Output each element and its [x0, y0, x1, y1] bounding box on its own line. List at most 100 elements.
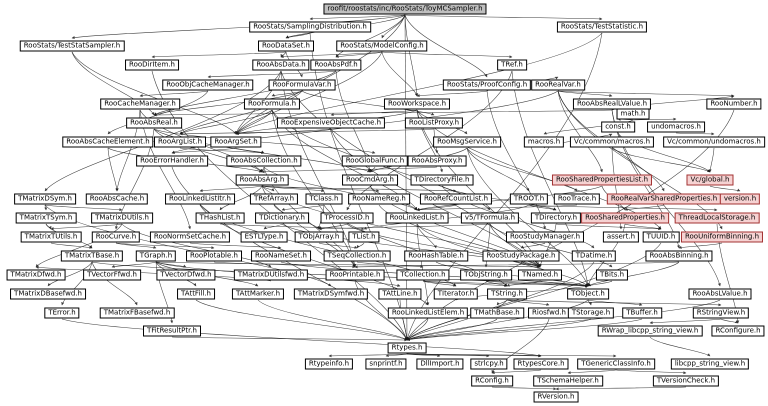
- node-tdirectory-h[interactable]: TDirectory.h: [530, 212, 582, 224]
- node-tprocessid-h[interactable]: TProcessID.h: [320, 212, 374, 224]
- node-tmatrixtbase-h[interactable]: TMatrixTBase.h: [60, 250, 124, 262]
- node-roorefcountlist-h[interactable]: RooRefCountList.h: [419, 193, 493, 205]
- node-trefarray-h[interactable]: TRefArray.h: [249, 193, 299, 205]
- node-roostats-proofconfig-h[interactable]: RooStats/ProofConfig.h: [442, 79, 532, 91]
- node-roostats-modelconfig-h[interactable]: RooStats/ModelConfig.h: [336, 40, 428, 52]
- node-tdatime-h[interactable]: TDatime.h: [571, 250, 617, 262]
- node-tbuffer-h[interactable]: TBuffer.h: [622, 307, 662, 319]
- node-tmatrixdbasefwd-h[interactable]: TMatrixDBasefwd.h: [10, 288, 86, 300]
- node-roonumber-h[interactable]: RooNumber.h: [706, 98, 762, 110]
- node-tmatrixdsym-h[interactable]: TMatrixDSym.h: [14, 193, 76, 205]
- node-rooobjcachemanager-h[interactable]: RooObjCacheManager.h: [162, 79, 254, 91]
- node-tobjstring-h[interactable]: TObjString.h: [460, 269, 512, 281]
- node-tvectordfwd-h[interactable]: TVectorDfwd.h: [156, 269, 216, 281]
- node-tuuid-h[interactable]: TUUID.h: [642, 231, 680, 243]
- node-roofit-roostats-inc-roostats-toymcsampler-h[interactable]: roofit/roostats/inc/RooStats/ToyMCSample…: [323, 3, 487, 15]
- node-tnamed-h[interactable]: TNamed.h: [517, 269, 563, 281]
- node-rconfig-h[interactable]: RConfig.h: [471, 375, 513, 387]
- node-roorealvarsharedproperties-h[interactable]: RooRealVarSharedProperties.h: [606, 193, 722, 205]
- node-rooformulavar-h[interactable]: RooFormulaVar.h: [268, 79, 336, 91]
- node-roohashtable-h[interactable]: RooHashTable.h: [404, 250, 468, 262]
- node-tversioncheck-h[interactable]: TVersionCheck.h: [652, 375, 720, 387]
- node-thashlist-h[interactable]: THashList.h: [195, 212, 245, 224]
- node-rooglobalfunc-h[interactable]: RooGlobalFunc.h: [341, 155, 409, 167]
- node-roostudymanager-h[interactable]: RooStudyManager.h: [505, 231, 585, 243]
- node-vc-global-h[interactable]: Vc/global.h: [686, 174, 734, 186]
- node-rooabsdata-h[interactable]: RooAbsData.h: [252, 59, 310, 71]
- node-terror-h[interactable]: TError.h: [44, 307, 80, 319]
- node-rooargset-h[interactable]: RooArgSet.h: [210, 136, 262, 148]
- node-strlcpy-h[interactable]: strlcpy.h: [470, 358, 508, 370]
- node-tstring-h[interactable]: TString.h: [487, 288, 527, 300]
- node-roolinkedlistelem-h[interactable]: RooLinkedListElem.h: [387, 307, 469, 319]
- node-tclass-h[interactable]: TClass.h: [305, 193, 343, 205]
- node-snprintf-h[interactable]: snprintf.h: [365, 358, 407, 370]
- node-rooabsarg-h[interactable]: RooAbsArg.h: [235, 174, 289, 186]
- node-tdirectoryfile-h[interactable]: TDirectoryFile.h: [410, 174, 474, 186]
- node-tbits-h[interactable]: TBits.h: [595, 269, 629, 281]
- node-rooabslvalue-h[interactable]: RooAbsLValue.h: [688, 288, 752, 300]
- node-tfitresultptr-h[interactable]: TFitResultPtr.h: [143, 325, 201, 337]
- node-roostats-teststatistic-h[interactable]: RooStats/TestStatistic.h: [556, 21, 648, 33]
- node-rooabsreallvalue-h[interactable]: RooAbsRealLValue.h: [572, 98, 652, 110]
- node-rstringview-h[interactable]: RStringView.h: [692, 307, 750, 319]
- node-vc-common-undomacros-h[interactable]: Vc/common/undomacros.h: [663, 136, 765, 148]
- node-roolinkedlistitr-h[interactable]: RooLinkedListItr.h: [165, 193, 235, 205]
- node-rooabscacheelement-h[interactable]: RooAbsCacheElement.h: [62, 136, 154, 148]
- node-assert-h[interactable]: assert.h: [602, 231, 640, 243]
- node-titerator-h[interactable]: TIterator.h: [433, 288, 479, 300]
- node-rooformula-h[interactable]: RooFormula.h: [243, 98, 301, 110]
- node-roonameset-h[interactable]: RooNameSet.h: [251, 250, 311, 262]
- node-libcpp-string-view-h[interactable]: libcpp_string_view.h: [670, 358, 750, 370]
- node-roosharedproperties-h[interactable]: RooSharedProperties.h: [581, 212, 669, 224]
- node-tseqcollection-h[interactable]: TSeqCollection.h: [323, 250, 391, 262]
- node-riosfwd-h[interactable]: Riosfwd.h: [528, 307, 570, 319]
- node-tmatrixtutils-h[interactable]: TMatrixTUtils.h: [20, 231, 82, 243]
- node-roocurve-h[interactable]: RooCurve.h: [91, 231, 141, 243]
- node-tstorage-h[interactable]: TStorage.h: [567, 307, 615, 319]
- node-roocachemanager-h[interactable]: RooCacheManager.h: [100, 98, 180, 110]
- node-threadlocalstorage-h[interactable]: ThreadLocalStorage.h: [674, 212, 760, 224]
- node-roodataset-h[interactable]: RooDataSet.h: [258, 40, 314, 52]
- node-tmathbase-h[interactable]: TMathBase.h: [470, 307, 524, 319]
- node-rtypescore-h[interactable]: RtypesCore.h: [513, 358, 569, 370]
- node-tmatrixdfwd-h[interactable]: TMatrixDfwd.h: [6, 269, 66, 281]
- node-rooprintable-h[interactable]: RooPrintable.h: [325, 269, 385, 281]
- node-rooabspdf-h[interactable]: RooAbsPdf.h: [310, 59, 362, 71]
- node-tlist-h[interactable]: TList.h: [348, 231, 380, 243]
- node-tattfill-h[interactable]: TAttFill.h: [177, 288, 215, 300]
- node-rooplotable-h[interactable]: RooPlotable.h: [186, 250, 242, 262]
- node-tmatrixdutilsfwd-h[interactable]: TMatrixDUtilsfwd.h: [233, 269, 309, 281]
- node-rootrace-h[interactable]: RooTrace.h: [553, 193, 601, 205]
- node-rooabscollection-h[interactable]: RooAbsCollection.h: [226, 155, 302, 167]
- node-tattmarker-h[interactable]: TAttMarker.h: [231, 288, 285, 300]
- node-version-h[interactable]: version.h: [719, 193, 761, 205]
- node-estltype-h[interactable]: ESTLType.h: [240, 231, 288, 243]
- node-tobjarray-h[interactable]: TObjArray.h: [294, 231, 344, 243]
- node-rooabsproxy-h[interactable]: RooAbsProxy.h: [407, 155, 467, 167]
- node-rooworkspace-h[interactable]: RooWorkspace.h: [383, 98, 451, 110]
- node-tmatrixtsym-h[interactable]: TMatrixTSym.h: [15, 212, 77, 224]
- node-troot-h[interactable]: TROOT.h: [509, 193, 549, 205]
- node-rooarglist-h[interactable]: RooArgList.h: [154, 136, 206, 148]
- node-tschemahelper-h[interactable]: TSchemaHelper.h: [533, 375, 603, 387]
- node-tcollection-h[interactable]: TCollection.h: [396, 269, 450, 281]
- node-rooabsbinning-h[interactable]: RooAbsBinning.h: [645, 250, 713, 262]
- node-roosharedpropertieslist-h[interactable]: RooSharedPropertiesList.h: [551, 174, 653, 186]
- node-rversion-h[interactable]: RVersion.h: [533, 391, 579, 403]
- node-tref-h[interactable]: TRef.h: [497, 59, 527, 71]
- node-roonamereg-h[interactable]: RooNameReg.h: [348, 193, 410, 205]
- node-rooerrorhandler-h[interactable]: RooErrorHandler.h: [136, 155, 208, 167]
- node-vc-common-macros-h[interactable]: Vc/common/macros.h: [569, 136, 655, 148]
- node-roouniformbinning-h[interactable]: RooUniformBinning.h: [680, 231, 764, 243]
- node-math-h[interactable]: math.h: [616, 108, 650, 120]
- node-tmatrixdsymfwd-h[interactable]: TMatrixDSymfwd.h: [293, 288, 369, 300]
- node-roostudypackage-h[interactable]: RooStudyPackage.h: [482, 250, 560, 262]
- node-tobject-h[interactable]: TObject.h: [567, 288, 609, 300]
- node-roolinkedlist-h[interactable]: RooLinkedList.h: [385, 212, 449, 224]
- node-const-h[interactable]: const.h: [601, 121, 635, 133]
- node-rooabsreal-h[interactable]: RooAbsReal.h: [126, 117, 182, 129]
- node-rooexpensiveobjectcache-h[interactable]: RooExpensiveObjectCache.h: [276, 117, 386, 129]
- node-tgenericclassinfo-h[interactable]: TGenericClassInfo.h: [577, 358, 655, 370]
- node-rtypeinfo-h[interactable]: Rtypeinfo.h: [304, 358, 354, 370]
